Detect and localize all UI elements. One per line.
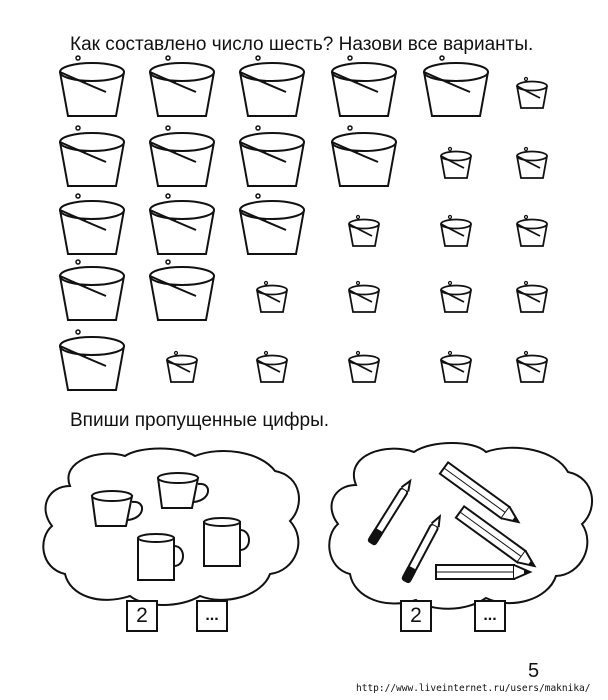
task2-title: Впиши пропущенные цифры. xyxy=(70,410,330,431)
small-bucket-icon xyxy=(516,280,548,313)
small-bucket-icon xyxy=(348,214,380,247)
mug-icon xyxy=(137,533,184,581)
big-bucket-icon xyxy=(59,259,125,321)
pen-icon xyxy=(401,514,442,584)
cups-missing-box[interactable]: ... xyxy=(196,600,228,632)
big-bucket-icon xyxy=(59,55,125,117)
small-bucket-icon xyxy=(256,350,288,383)
pencils-missing-box[interactable]: ... xyxy=(474,600,506,632)
big-bucket-icon xyxy=(239,55,305,117)
big-bucket-icon xyxy=(59,329,125,391)
pencils-count-box: 2 xyxy=(400,600,432,632)
big-bucket-icon xyxy=(149,193,215,255)
small-bucket-icon xyxy=(166,350,198,383)
big-bucket-icon xyxy=(423,55,489,117)
cup-icon xyxy=(156,472,209,509)
pencil-icon xyxy=(454,504,537,568)
small-bucket-icon xyxy=(516,76,548,109)
big-bucket-icon xyxy=(149,259,215,321)
big-bucket-icon xyxy=(59,125,125,187)
page-number: 5 xyxy=(528,660,540,682)
small-bucket-icon xyxy=(440,146,472,179)
big-bucket-icon xyxy=(331,55,397,117)
big-bucket-icon xyxy=(59,193,125,255)
big-bucket-icon xyxy=(331,125,397,187)
small-bucket-icon xyxy=(348,280,380,313)
small-bucket-icon xyxy=(516,350,548,383)
small-bucket-icon xyxy=(348,350,380,383)
cups-count-box: 2 xyxy=(126,600,158,632)
mug-icon xyxy=(203,517,250,567)
task1-title: Как составлено число шесть? Назови все в… xyxy=(70,34,534,55)
big-bucket-icon xyxy=(239,125,305,187)
pencil-icon xyxy=(438,460,521,524)
small-bucket-icon xyxy=(516,214,548,247)
big-bucket-icon xyxy=(149,125,215,187)
small-bucket-icon xyxy=(516,146,548,179)
small-bucket-icon xyxy=(256,280,288,313)
cups-cloud xyxy=(42,447,300,606)
cup-icon xyxy=(90,490,143,527)
big-bucket-icon xyxy=(149,55,215,117)
small-bucket-icon xyxy=(440,280,472,313)
big-bucket-icon xyxy=(239,193,305,255)
pencil-icon xyxy=(435,564,533,580)
bucket-grid xyxy=(59,55,548,391)
pen-icon xyxy=(367,478,412,546)
watermark-url: http://www.liveinternet.ru/users/maknika… xyxy=(356,683,591,694)
small-bucket-icon xyxy=(440,214,472,247)
small-bucket-icon xyxy=(440,350,472,383)
pencils-cloud xyxy=(328,442,594,610)
